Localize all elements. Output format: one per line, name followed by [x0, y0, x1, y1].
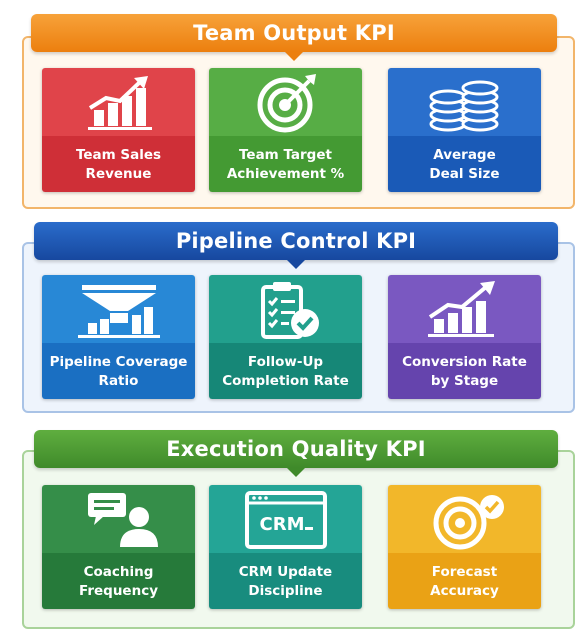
- banner-notch: [287, 468, 305, 477]
- section-title-text: Execution Quality KPI: [166, 437, 426, 461]
- section-title-team-output: Team Output KPI: [31, 14, 557, 61]
- crm-icon-text: CRM: [260, 514, 305, 535]
- target-check-icon: [433, 495, 504, 550]
- funnel-chart-icon: [78, 285, 160, 338]
- banner-notch: [285, 52, 303, 61]
- coin-stacks-icon: [429, 80, 499, 132]
- bar-chart-growth-icon: [88, 76, 152, 130]
- crm-window-icon: CRM: [245, 491, 327, 549]
- section-title-execution-quality: Execution Quality KPI: [34, 430, 558, 477]
- banner-notch: [287, 260, 305, 269]
- section-title-text: Pipeline Control KPI: [175, 229, 417, 253]
- coaching-chat-icon: [88, 493, 158, 547]
- bar-chart-growth-icon: [428, 281, 495, 337]
- section-title-text: Team Output KPI: [193, 21, 395, 45]
- section-title-pipeline-control: Pipeline Control KPI: [34, 222, 558, 269]
- clipboard-check-icon: [261, 282, 319, 339]
- target-arrow-icon: [257, 74, 316, 133]
